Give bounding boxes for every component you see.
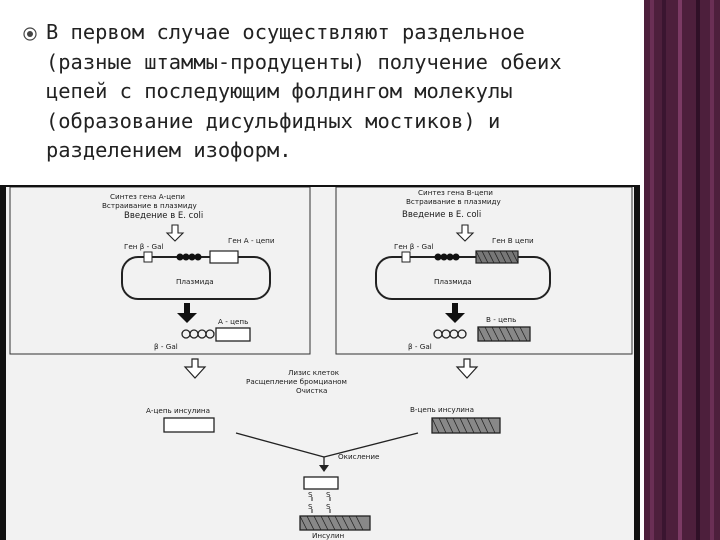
bullet-line: В первом случае осуществляют раздельное: [46, 20, 525, 44]
process-line3: Очистка: [296, 386, 328, 395]
solid-down-arrow-icon: [177, 303, 197, 323]
left-intro-label: Введение в E. coli: [124, 211, 204, 221]
down-arrow-icon: [455, 224, 475, 242]
left-panel-frame: [9, 187, 311, 355]
circle-bullet-icon: [23, 27, 37, 41]
sulfur-label: S: [308, 490, 313, 499]
bullet-line: (образование дисульфидных мостиков) и: [46, 108, 501, 133]
sidebar-stripe: [678, 0, 682, 540]
right-plasmid-ring: [375, 256, 551, 300]
right-product-gal-label: β - Gal: [408, 342, 432, 351]
figure-graphics: [9, 187, 633, 531]
plasmid-bead: [446, 253, 454, 261]
sulfur-label: S: [308, 502, 313, 511]
right-title-line1: Синтез гена В-цепи: [418, 188, 493, 197]
plasmid-bead: [176, 253, 184, 261]
right-intro-label: Введение в E. coli: [402, 210, 482, 220]
left-chain-gene-label: Ген А - цепи: [228, 236, 275, 245]
b-chain-label: В-цепь инсулина: [410, 405, 475, 414]
left-gene-label: Ген β - Gal: [124, 242, 164, 251]
left-gene-box: [209, 250, 239, 264]
process-line1: Лизис клеток: [288, 368, 340, 377]
insulin-a-chain-box: [303, 476, 339, 490]
decorative-sidebar: [644, 0, 720, 540]
a-chain-box: [163, 417, 215, 433]
process-line2: Расщепление бромцианом: [246, 377, 347, 386]
left-plasmid-label: Плазмида: [176, 277, 214, 286]
plasmid-bead: [194, 253, 202, 261]
arrowhead-icon: [319, 465, 329, 472]
figure-canvas: Синтез гена А-цепи Встраивание в плазмид…: [6, 187, 634, 540]
bullet-text: В первом случае осуществляют раздельное …: [46, 18, 636, 166]
a-chain-product-box: [215, 327, 251, 342]
right-gene-label: Ген β - Gal: [394, 242, 434, 251]
down-arrow-icon: [165, 224, 185, 242]
right-title-line2: Встраивание в плазмиду: [406, 197, 501, 206]
right-product-chain-label: В - цепь: [486, 315, 517, 324]
plasmid-bead: [188, 253, 196, 261]
converge-line: [235, 432, 325, 458]
sidebar-stripe: [710, 0, 714, 540]
a-chain-label: А-цепь инсулина: [146, 406, 210, 415]
left-product-chain-label: А - цепь: [218, 317, 249, 326]
oxidation-label: Окисление: [338, 452, 380, 461]
bullet-line: цепей с последующим фолдингом молекулы: [46, 79, 513, 104]
down-arrow-icon: [455, 358, 479, 379]
plasmid-bead: [440, 253, 448, 261]
left-title-line1: Синтез гена А-цепи: [110, 192, 185, 201]
right-panel-frame: [335, 187, 633, 355]
plasmid-bead: [182, 253, 190, 261]
solid-down-arrow-icon: [445, 303, 465, 323]
left-title-line2: Встраивание в плазмиду: [102, 201, 197, 210]
right-plasmid-label: Плазмида: [434, 277, 472, 286]
sidebar-stripe: [696, 0, 700, 540]
bullet-line: (разные штаммы-продуценты) получение обе…: [46, 49, 562, 74]
insulin-label: Инсулин: [312, 531, 345, 540]
sulfur-label: S: [326, 490, 331, 499]
plasmid-bead: [452, 253, 460, 261]
plasmid-marker: [143, 251, 153, 263]
bullet-line: разделением изоформ.: [46, 138, 292, 163]
plasmid-bead: [434, 253, 442, 261]
right-chain-gene-label: Ген В цепи: [492, 236, 534, 245]
plasmid-marker: [401, 251, 411, 263]
sidebar-stripe: [650, 0, 654, 540]
left-product-gal-label: β - Gal: [154, 342, 178, 351]
down-arrow-icon: [183, 358, 207, 379]
sidebar-stripe: [662, 0, 666, 540]
insulin-synthesis-figure: Синтез гена А-цепи Встраивание в плазмид…: [0, 185, 640, 540]
b-chain-product-box: [477, 326, 531, 342]
converge-line: [323, 432, 419, 458]
sulfur-label: S: [326, 502, 331, 511]
